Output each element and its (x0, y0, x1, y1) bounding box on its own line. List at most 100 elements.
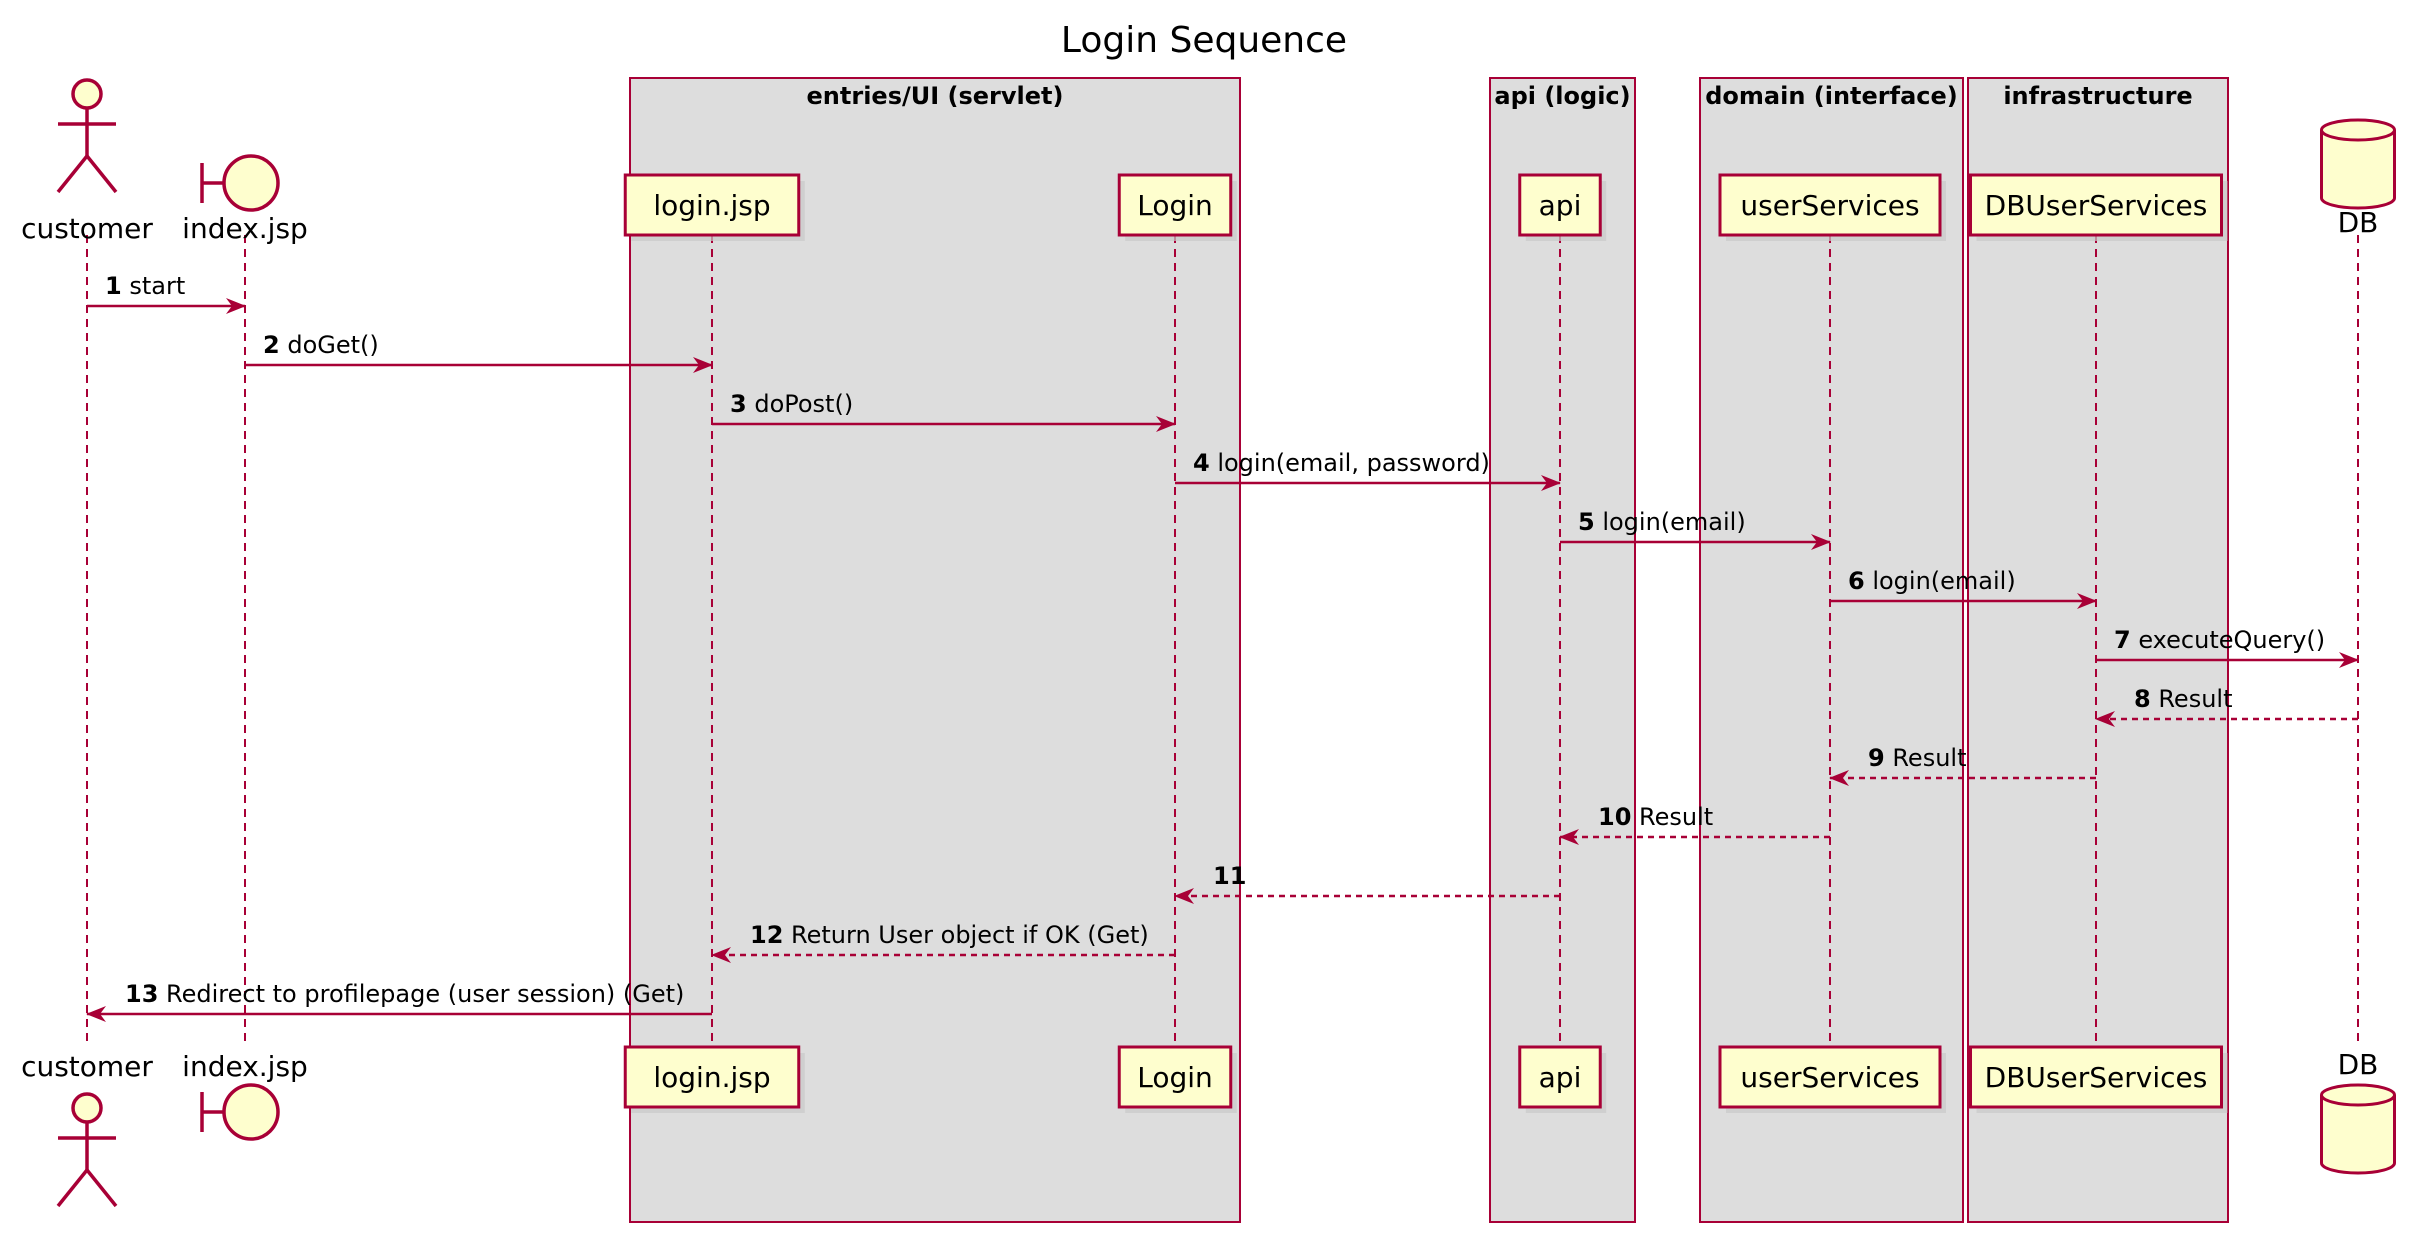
participant-label-top: customer (21, 212, 153, 245)
message-number: 6 (1848, 567, 1865, 595)
participant-box-bottom (1718, 1045, 1942, 1109)
message-text: executeQuery() (2131, 626, 2325, 654)
participant-box-bottom (1969, 1045, 2223, 1109)
message-number: 11 (1213, 862, 1246, 890)
messages: 1 start 2 doGet() 3 doPost() 4 login(email,… (86, 272, 2359, 1022)
database-top-icon (2320, 1094, 2396, 1107)
message-label: 1 start (105, 272, 185, 300)
participants: customer customer index.jsp index.jsp login.… (21, 78, 2396, 1208)
participant-index_jsp: index.jsp index.jsp (182, 154, 308, 1141)
message-6: 6 login(email) (1830, 567, 2097, 609)
message-number: 5 (1578, 508, 1595, 536)
message-text: doPost() (747, 390, 854, 418)
message-text: login(email, password) (1210, 449, 1490, 477)
boundary-circle-icon (222, 154, 280, 212)
boundary-circle-icon (222, 1083, 280, 1141)
box-entries (629, 77, 1241, 1223)
message-1: 1 start (87, 272, 246, 314)
message-11: 11 (1174, 862, 1560, 904)
participant-box-top (1117, 173, 1233, 237)
message-label: 2 doGet() (263, 331, 379, 359)
message-label: 7 executeQuery() (2114, 626, 2325, 654)
message-4: 4 login(email, password) (1175, 449, 1561, 491)
participant-box-top (1518, 173, 1602, 237)
participant-box-bottom (1117, 1045, 1233, 1109)
message-label: 3 doPost() (730, 390, 853, 418)
participant-box-bottom (1518, 1045, 1602, 1109)
actor-leg-icon (85, 1168, 118, 1208)
box-infrastructure (1967, 77, 2229, 1223)
box-label-infrastructure: infrastructure (2003, 82, 2192, 110)
message-number: 4 (1193, 449, 1210, 477)
participant-box-bottom (623, 1045, 801, 1109)
participant-label-top: index.jsp (182, 212, 308, 245)
message-label: 8 Result (2134, 685, 2233, 713)
message-label: 10 Result (1598, 803, 1713, 831)
actor-leg-icon (85, 154, 118, 194)
message-7: 7 executeQuery() (2096, 626, 2359, 668)
participant-api: api api (1518, 173, 1607, 1113)
message-8: 8 Result (2095, 685, 2358, 727)
participant-label-top: userServices (1740, 189, 1919, 222)
participant-login_jsp: login.jsp login.jsp (623, 173, 805, 1113)
box-label-entries: entries/UI (servlet) (807, 82, 1064, 110)
participant-label-bottom: api (1539, 1061, 1582, 1094)
database-body-icon (2320, 118, 2396, 210)
message-label: 5 login(email) (1578, 508, 1746, 536)
message-number: 13 (125, 980, 158, 1008)
participant-label-top: login.jsp (653, 189, 770, 222)
participant-label-top: DB (2338, 206, 2379, 239)
message-number: 3 (730, 390, 747, 418)
participant-customer: customer customer (21, 78, 153, 1208)
message-2: 2 doGet() (245, 331, 713, 373)
message-number: 9 (1868, 744, 1885, 772)
message-label: 9 Result (1868, 744, 1967, 772)
grouping-boxes: entries/UI (servlet) api (logic) domain (i… (629, 77, 2229, 1223)
message-number: 7 (2114, 626, 2131, 654)
participant-box-top (1718, 173, 1942, 237)
participant-box-top (623, 173, 801, 237)
box-label-api: api (logic) (1494, 82, 1630, 110)
message-9: 9 Result (1829, 744, 2096, 786)
message-number: 1 (105, 272, 122, 300)
message-text: doGet() (280, 331, 379, 359)
box-label-domain: domain (interface) (1705, 82, 1958, 110)
message-5: 5 login(email) (1560, 508, 1831, 550)
participant-label-top: DBUserServices (1985, 189, 2208, 222)
actor-leg-icon (56, 1168, 89, 1208)
participant-label-top: Login (1137, 189, 1213, 222)
box-domain (1699, 77, 1964, 1223)
message-number: 2 (263, 331, 280, 359)
message-number: 12 (750, 921, 783, 949)
message-text: Result (1885, 744, 1967, 772)
message-text: login(email) (1865, 567, 2016, 595)
message-label: 13 Redirect to profilepage (user session… (125, 980, 684, 1008)
participant-label-bottom: login.jsp (653, 1061, 770, 1094)
message-3: 3 doPost() (712, 390, 1176, 432)
message-text: login(email) (1595, 508, 1746, 536)
participant-label-bottom: Login (1137, 1061, 1213, 1094)
participant-label-top: api (1539, 189, 1582, 222)
diagram-title: Login Sequence (1061, 20, 1347, 61)
participant-label-bottom: DBUserServices (1985, 1061, 2208, 1094)
message-text: Redirect to profilepage (user session) (… (158, 980, 684, 1008)
message-text: Result (2151, 685, 2233, 713)
database-top-icon (2320, 129, 2396, 142)
message-text: start (122, 272, 186, 300)
message-number: 10 (1598, 803, 1631, 831)
message-label: 11 (1213, 862, 1246, 890)
lifelines (86, 235, 2359, 1047)
message-text: Return User object if OK (Get) (783, 921, 1148, 949)
participant-label-bottom: index.jsp (182, 1050, 308, 1083)
participant-label-bottom: customer (21, 1050, 153, 1083)
participant-label-bottom: userServices (1740, 1061, 1919, 1094)
message-10: 10 Result (1559, 803, 1830, 845)
message-label: 12 Return User object if OK (Get) (750, 921, 1149, 949)
message-label: 4 login(email, password) (1193, 449, 1490, 477)
database-body-icon (2320, 1083, 2396, 1175)
actor-head-icon (71, 78, 103, 110)
